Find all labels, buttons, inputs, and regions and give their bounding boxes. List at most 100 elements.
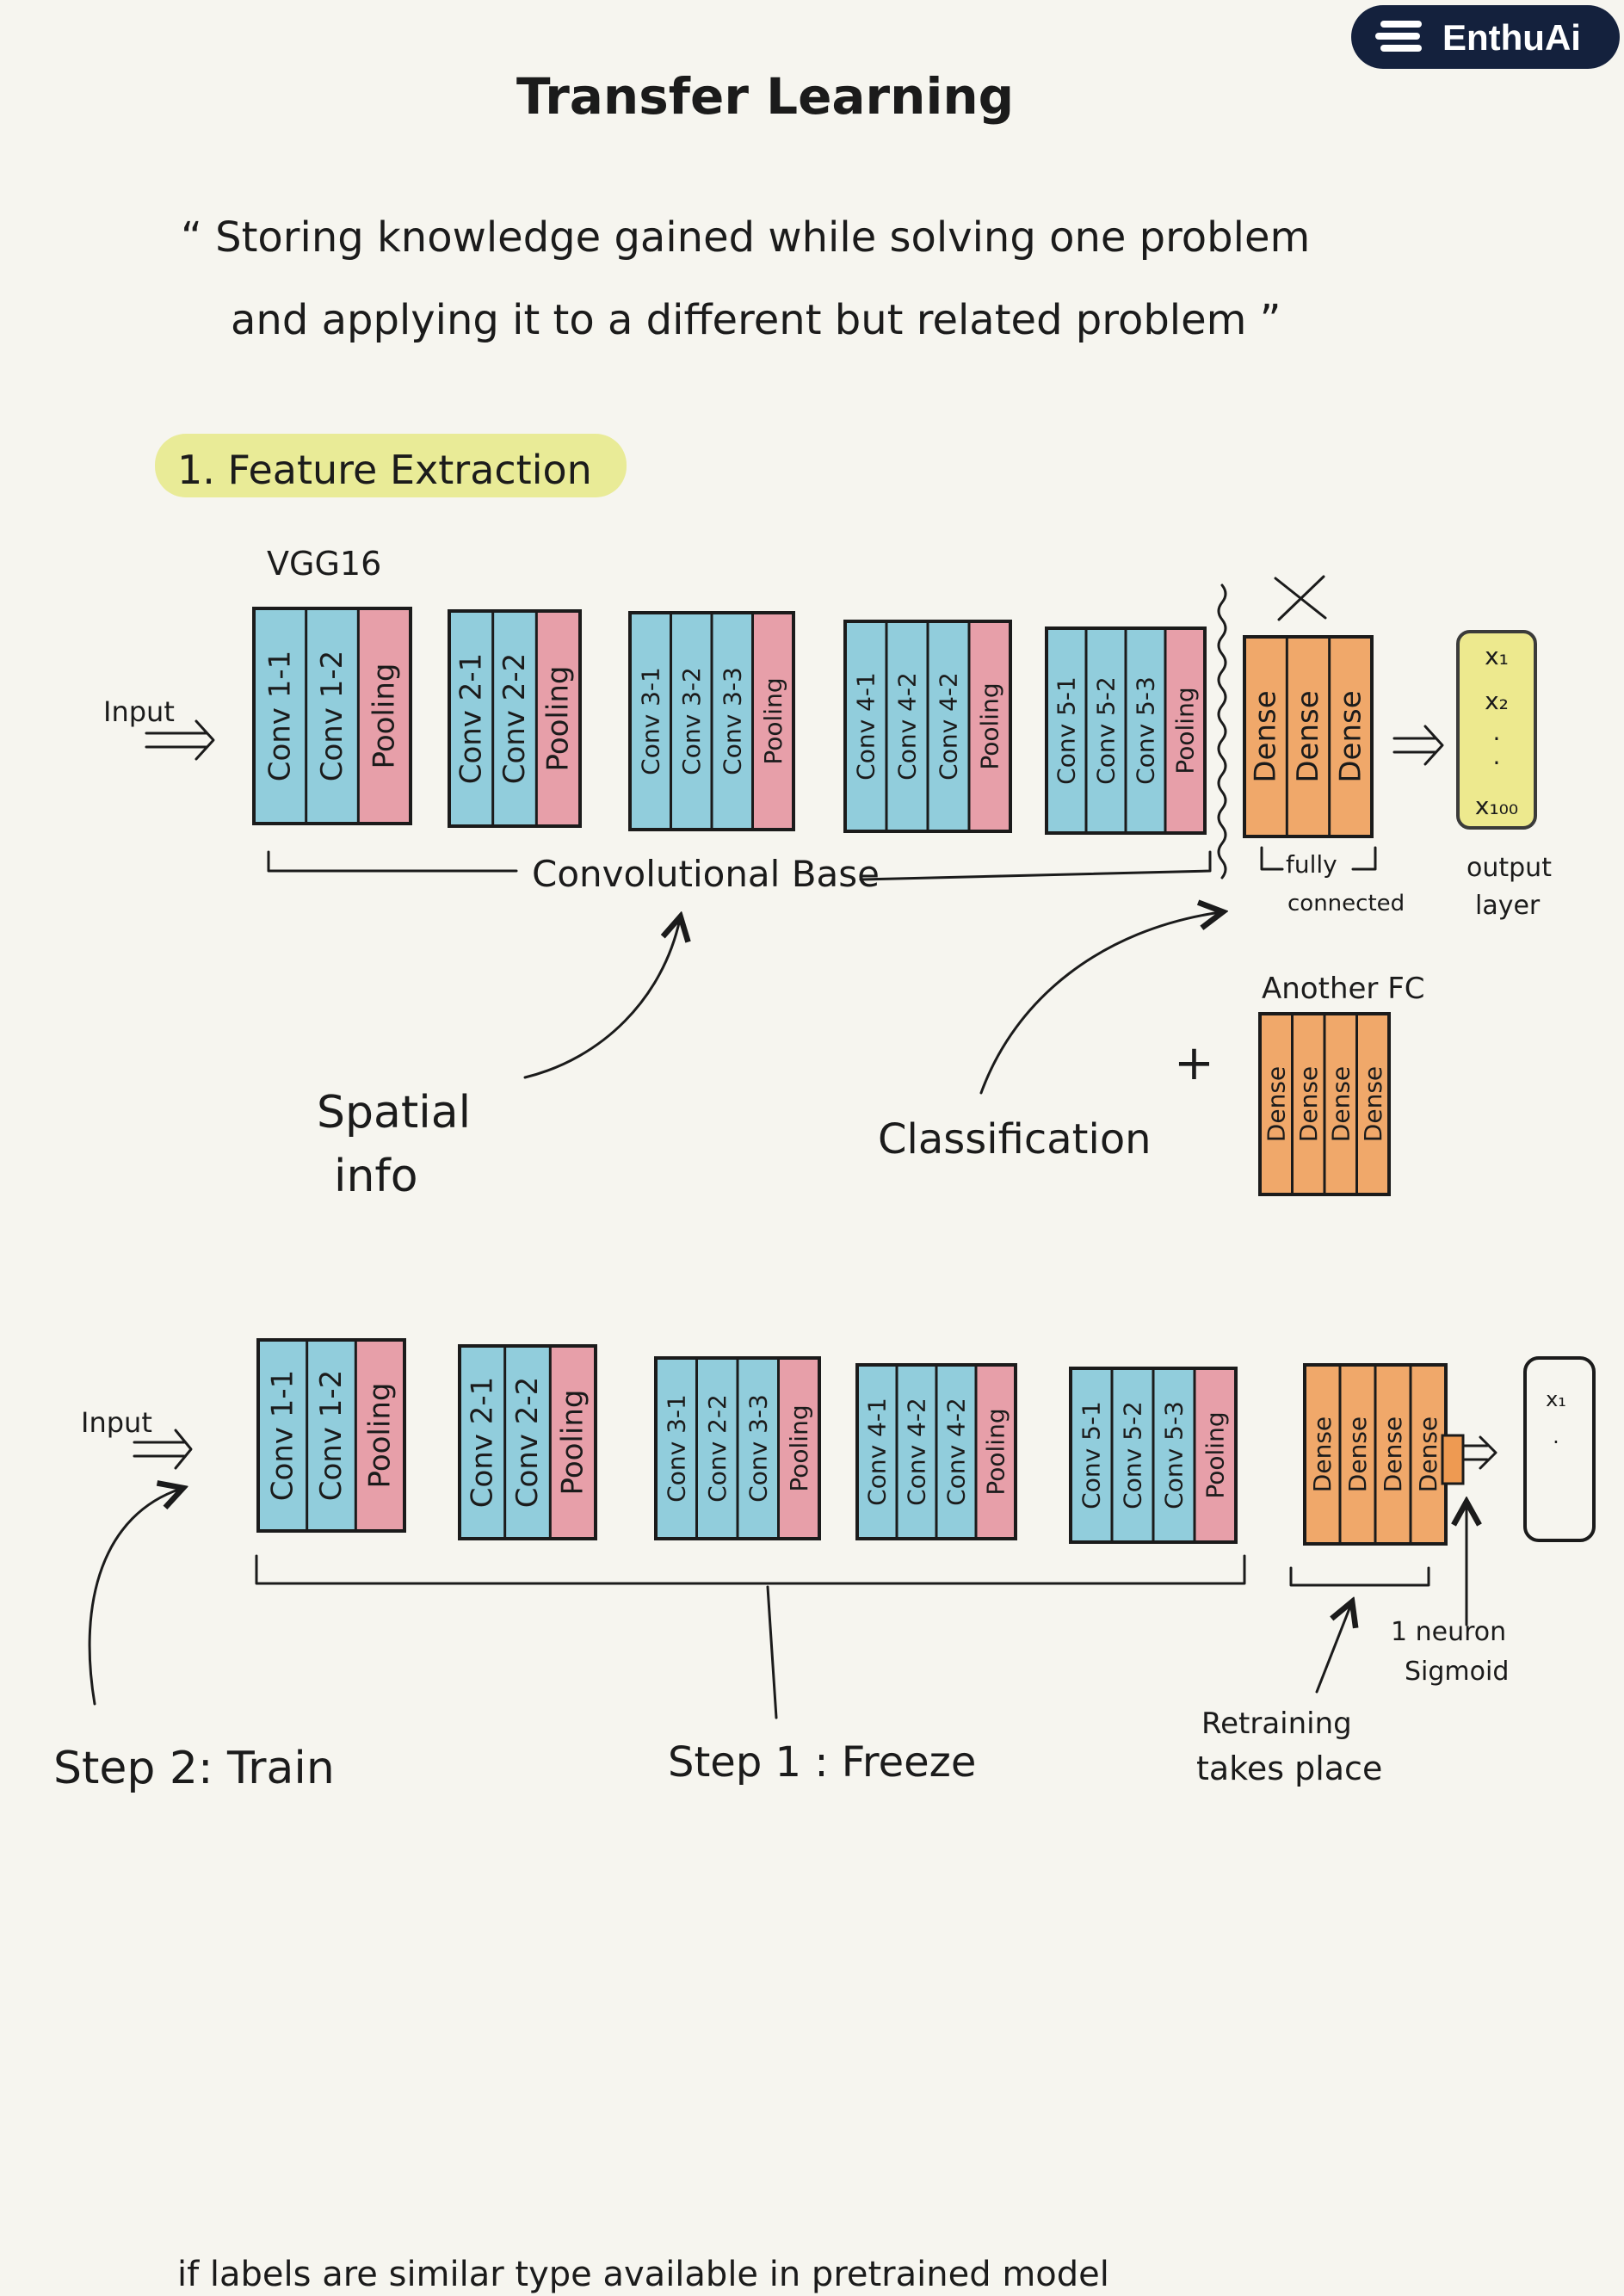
another-fc-dense-column-1 (1260, 1014, 1293, 1194)
conv-block-2-5-outline (1069, 1367, 1238, 1544)
another-fc-label: Another FC (1262, 972, 1425, 1006)
freeze-bracket (255, 1554, 1246, 1585)
section-label: 1. Feature Extraction (177, 447, 592, 493)
cross-mark-icon (1274, 575, 1327, 621)
conv-block-2-5-label-4: Pooling (1201, 1411, 1230, 1498)
conv-block-3-label-3: Conv 3-3 (718, 667, 746, 775)
conv-block-2-2-outline (458, 1344, 597, 1540)
conv-block-1-column-2 (306, 608, 359, 824)
input-label-2: Input (81, 1406, 152, 1439)
output-node-3: · (1493, 725, 1501, 753)
step1-label: Step 1 : Freeze (668, 1738, 976, 1787)
conv-block-3-label-2: Conv 3-2 (677, 667, 706, 775)
conv-base-label: Convolutional Base (532, 853, 880, 895)
conv-block-2-1-column-2 (306, 1340, 356, 1531)
dense-block-label-1: Dense (1249, 690, 1283, 782)
conv-block-2-2-column-2 (504, 1346, 551, 1539)
conv-block-2-2-column-3 (550, 1346, 596, 1539)
conv-block-4-label-4: Pooling (976, 682, 1004, 769)
conv-block-2-4-label-4: Pooling (982, 1408, 1010, 1495)
conv-block-5-label-4: Pooling (1171, 687, 1200, 774)
output-mark-1: x₁ (1546, 1387, 1566, 1411)
output-label-line-1: output (1467, 853, 1552, 883)
fully-connected-label-2: connected (1287, 891, 1405, 917)
conv-block-2-3-label-1: Conv 3-1 (662, 1394, 690, 1503)
conv-block-4-outline (843, 620, 1012, 833)
conv-block-4-label-1: Conv 4-1 (852, 672, 880, 781)
conv-block-5-column-3 (1126, 628, 1165, 833)
conv-block-2-1-column-1 (258, 1340, 307, 1531)
another-fc-dense-label-1: Dense (1262, 1066, 1290, 1142)
retraining-label-line-2: takes place (1196, 1750, 1382, 1787)
page-title: Transfer Learning (516, 67, 1014, 126)
conv-base-bracket (267, 850, 1212, 881)
another-fc-dense-label-3: Dense (1326, 1066, 1355, 1142)
dense-block-column-1 (1244, 637, 1287, 836)
conv-block-2-1-outline (256, 1338, 406, 1533)
conv-block-2-1-label-2: Conv 1-2 (314, 1370, 349, 1502)
conv-block-2-2-label-2: Conv 2-2 (510, 1377, 545, 1509)
conv-block-4-label-2: Conv 4-2 (893, 672, 922, 781)
conv-block-2-1-label-3: Pooling (363, 1383, 398, 1489)
conv-block-2-3-column-4 (778, 1358, 819, 1539)
section-heading: 1. Feature Extraction (155, 434, 627, 497)
quote-line-1: “ Storing knowledge gained while solving… (181, 213, 1310, 262)
conv-block-2-2-label-3: Pooling (556, 1390, 590, 1496)
section-highlight (155, 434, 627, 497)
conv-block-2-label-2: Conv 2-2 (497, 653, 532, 785)
another-fc-dense-outline (1258, 1012, 1391, 1196)
quote-line-2: and applying it to a different but relat… (231, 296, 1281, 344)
step2-label: Step 2: Train (53, 1743, 335, 1794)
conv-block-2-5-column-4 (1195, 1368, 1236, 1542)
dense-block-2-column-1 (1305, 1365, 1340, 1544)
conv-block-2-label-3: Pooling (541, 666, 576, 772)
neuron-box (1441, 1434, 1465, 1485)
dense-block-2-label-2: Dense (1343, 1416, 1372, 1492)
conv-block-2-5-column-3 (1153, 1368, 1195, 1542)
output-node-2: x₂ (1485, 687, 1509, 715)
dense-block-2-column-3 (1375, 1365, 1411, 1544)
output-node-2: x₁· (1523, 1356, 1596, 1542)
dense-block-2-column-4 (1411, 1365, 1446, 1544)
brand-badge: EnthuAi (1351, 5, 1620, 69)
conv-block-2-5-label-3: Conv 5-3 (1160, 1401, 1189, 1509)
freeze-pointer-line (766, 1585, 778, 1719)
conv-block-1-column-3 (358, 608, 411, 824)
conv-block-5-column-1 (1047, 628, 1086, 833)
output-node-2-box (1523, 1356, 1596, 1542)
dense-block-label-2: Dense (1291, 690, 1325, 782)
dense-block-column-3 (1329, 637, 1372, 836)
dense-block-2-label-3: Dense (1379, 1416, 1407, 1492)
dense-block-outline (1243, 635, 1374, 838)
conv-block-2-4-label-3: Conv 4-2 (942, 1398, 971, 1506)
conv-block-2-5-label-1: Conv 5-1 (1078, 1401, 1106, 1509)
conv-block-4-column-1 (845, 621, 886, 831)
conv-block-3-column-3 (712, 613, 753, 830)
output-arrow (1392, 725, 1444, 766)
conv-block-2-3-label-4: Pooling (785, 1404, 813, 1491)
conv-block-2-4-column-2 (897, 1365, 936, 1539)
conv-block-2-5-column-2 (1112, 1368, 1153, 1542)
output-node-4: · (1493, 749, 1501, 777)
neuron-label-line-2: Sigmoid (1405, 1657, 1509, 1687)
conv-block-5-column-4 (1165, 628, 1205, 833)
dense-block-label-3: Dense (1333, 690, 1368, 782)
conv-block-1-column-1 (254, 608, 306, 824)
output-node-1: x₁ (1485, 642, 1509, 670)
conv-block-2-2-column-1 (460, 1346, 505, 1539)
another-fc-dense-column-3 (1325, 1014, 1357, 1194)
